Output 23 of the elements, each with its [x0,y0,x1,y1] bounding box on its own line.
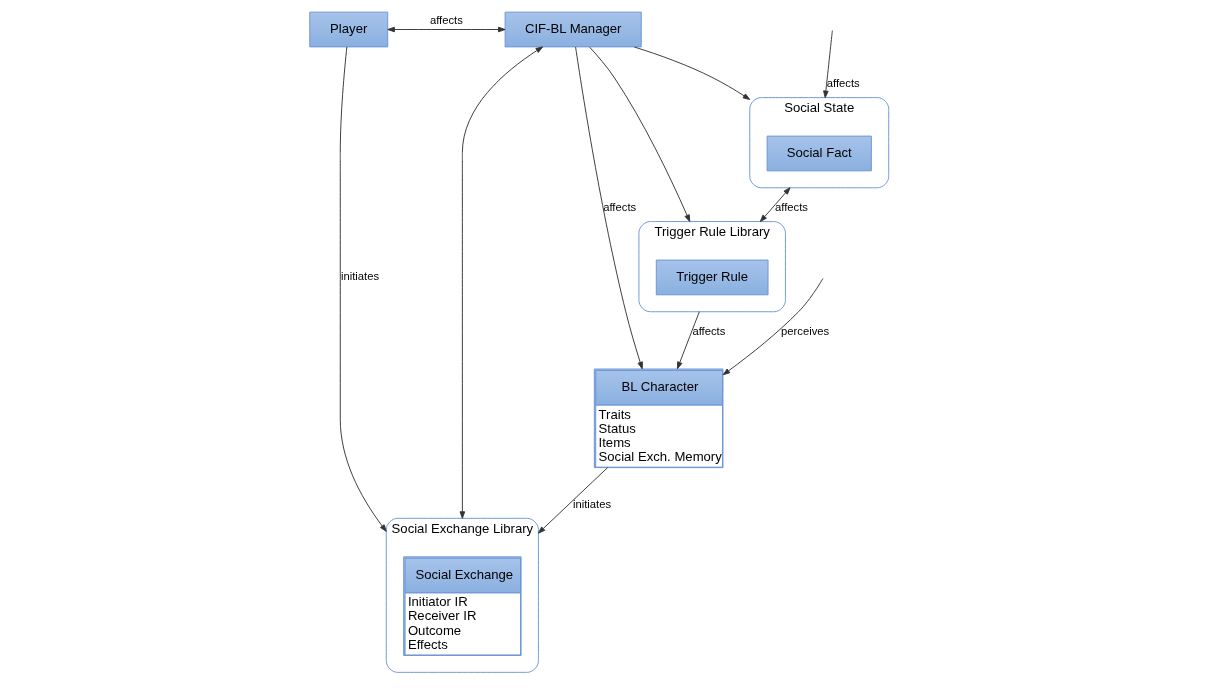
arrow [589,46,691,223]
node-box: Trigger Rule [655,259,769,296]
node-box: Social Fact [766,135,872,172]
arrow [676,311,700,370]
node-box: Player [309,11,389,48]
arrow [575,46,643,370]
arrow [387,26,506,33]
edge-label: affects [775,200,808,213]
edge-label: initiates [572,497,612,510]
arrow [537,467,609,534]
node-box: CIF-BL Manager [504,11,642,48]
arrow [633,46,751,100]
edge-label: initiates [340,270,380,283]
edge-label: affects [826,76,860,89]
arrow [339,46,387,532]
arrow [722,277,824,376]
edge-label: affects [692,324,726,337]
edge-label: affects [429,13,463,26]
arrow [459,46,544,519]
edge-label: perceives [781,324,830,337]
arrow [759,187,791,223]
arrow [823,30,833,99]
edge-label: affects [603,200,637,213]
